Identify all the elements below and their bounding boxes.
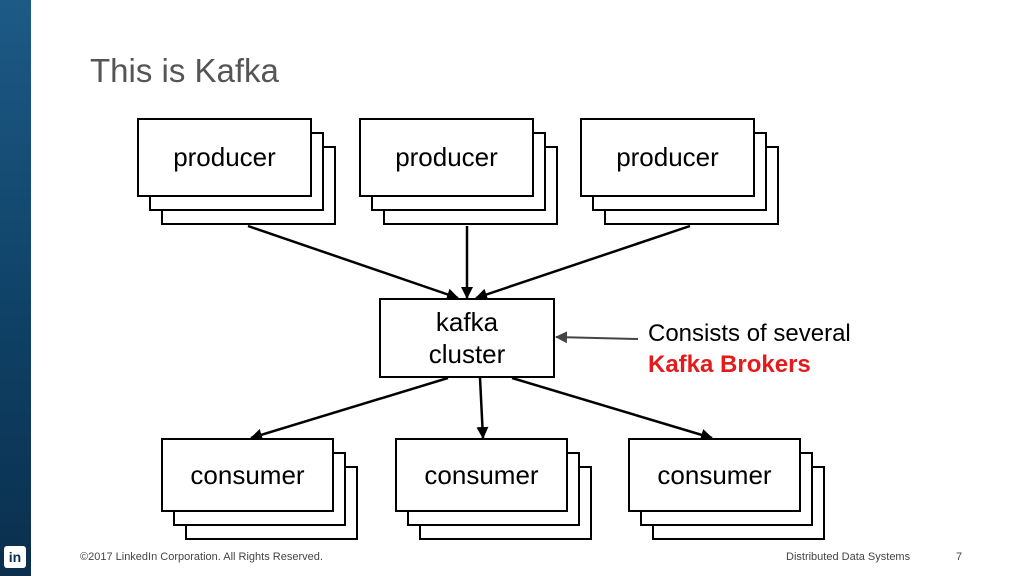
producer-2-box: producer	[359, 118, 534, 197]
arrow-cluster-to-consumer-2	[476, 377, 489, 439]
consumer-1-label: consumer	[190, 459, 305, 490]
consumer-2-box: consumer	[395, 438, 568, 512]
producer-3-box: producer	[580, 118, 755, 197]
arrow-cluster-to-consumer-1	[250, 376, 449, 441]
annotation-brokers-highlight: Kafka Brokers	[648, 351, 811, 378]
consumer-1-box: consumer	[161, 438, 334, 512]
footer-section-name: Distributed Data Systems	[786, 551, 911, 563]
kafka-cluster-label-line-2: cluster	[428, 339, 506, 369]
kafka-cluster-label: kafka cluster	[381, 300, 553, 376]
arrow-cluster-to-consumer-3	[511, 376, 713, 441]
brokers-annotation: Consists of several Kafka Brokers	[648, 318, 851, 380]
kafka-cluster-box: kafka cluster	[379, 298, 555, 378]
linkedin-logo-icon: in	[4, 546, 26, 568]
arrow-producer-3-to-cluster	[475, 224, 691, 301]
producer-1-label: producer	[173, 142, 276, 172]
annotation-line-1: Consists of several	[648, 320, 851, 347]
producer-1-box: producer	[137, 118, 312, 197]
annotation-pointer-arrow	[555, 331, 639, 344]
slide-title: This is Kafka	[90, 52, 279, 89]
consumer-2-label: consumer	[424, 459, 539, 490]
arrow-producer-1-to-cluster	[247, 224, 459, 301]
kafka-cluster-label-line-1: kafka	[435, 307, 499, 337]
footer-copyright: ©2017 LinkedIn Corporation. All Rights R…	[80, 551, 323, 563]
side-accent-bar	[0, 0, 31, 576]
consumer-3-box: consumer	[628, 438, 801, 512]
consumer-3-label: consumer	[657, 459, 772, 490]
producer-3-label: producer	[616, 142, 719, 172]
footer-page-number: 7	[956, 551, 963, 563]
producer-2-label: producer	[395, 142, 498, 172]
